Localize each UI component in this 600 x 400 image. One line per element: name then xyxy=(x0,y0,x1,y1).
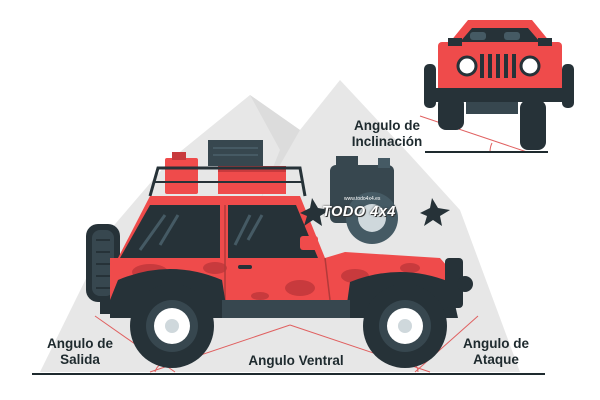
front-wheel xyxy=(363,284,447,368)
label-exit-angle: Angulo de Salida xyxy=(40,336,120,368)
jeep-side-illustration xyxy=(100,196,473,368)
label-exit-line1: Angulo de xyxy=(47,336,113,351)
label-ventral-text: Angulo Ventral xyxy=(248,353,344,368)
label-inclination-line2: Inclinación xyxy=(351,134,423,149)
rear-wheel xyxy=(130,284,214,368)
brand-url: www.todo4x4.es xyxy=(344,196,381,202)
brand-stamp: www.todo4x4.es TODO 4x4 xyxy=(314,196,424,230)
label-ventral-angle: Angulo Ventral xyxy=(238,353,354,369)
jerry-can-icon xyxy=(300,156,450,244)
label-exit-line2: Salida xyxy=(60,352,100,367)
brand-name: TODO 4x4 xyxy=(322,204,396,220)
roof-cargo xyxy=(148,140,307,197)
label-attack-line2: Ataque xyxy=(473,352,519,367)
label-inclination-angle: Angulo de Inclinación xyxy=(345,118,429,150)
jeep-front-illustration xyxy=(424,20,574,150)
label-attack-angle: Angulo de Ataque xyxy=(456,336,536,368)
label-attack-line1: Angulo de xyxy=(463,336,529,351)
label-inclination-line1: Angulo de xyxy=(354,118,420,133)
